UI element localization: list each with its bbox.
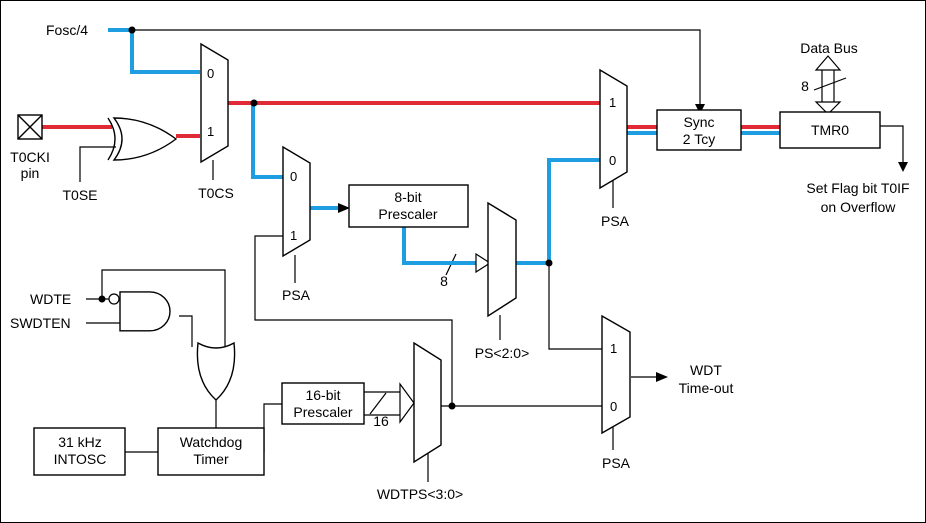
psa-mux-prescaler xyxy=(282,145,311,258)
inverter-bubble xyxy=(108,293,120,305)
prescaler-16bit-box xyxy=(281,382,365,425)
wdtps-mux xyxy=(413,341,442,464)
watchdog-line1: Watchdog xyxy=(180,434,243,450)
sync-box xyxy=(656,109,742,151)
fosc-label: Fosc/4 xyxy=(46,22,88,38)
width-8-label: 8 xyxy=(440,273,448,289)
data-bus-label: Data Bus xyxy=(800,40,858,56)
sync-line2: 2 Tcy xyxy=(683,131,715,147)
pin-label: pin xyxy=(21,165,40,181)
watchdog-line2: Timer xyxy=(193,451,229,467)
psa2-input-0: 0 xyxy=(609,153,616,168)
tmr0-label: TMR0 xyxy=(811,122,849,138)
intosc-line2: INTOSC xyxy=(54,451,107,467)
t0cs-mux xyxy=(200,42,229,164)
tmr0-register xyxy=(779,111,881,149)
ps-label: PS<2:0> xyxy=(475,345,530,361)
prescaler8-line2: Prescaler xyxy=(378,206,437,222)
t0cs-label: T0CS xyxy=(198,185,234,201)
sync-line1: Sync xyxy=(683,114,714,130)
watchdog-timer-box xyxy=(157,427,265,476)
junction-dots xyxy=(98,26,553,410)
flag-line2: on Overflow xyxy=(821,199,897,215)
psa3-input-0: 0 xyxy=(610,399,617,414)
wdte-label: WDTE xyxy=(30,291,71,307)
psa-mux-wdt xyxy=(601,314,631,435)
xor-gate xyxy=(107,117,178,161)
psa1-input-0: 0 xyxy=(290,169,297,184)
red-signal-paths xyxy=(40,101,780,138)
width-16-label: 16 xyxy=(373,413,389,429)
psa2-input-1: 1 xyxy=(609,95,616,110)
psa-label-tmr0: PSA xyxy=(601,213,630,229)
psa3-input-1: 1 xyxy=(610,341,617,356)
psa-mux-tmr0 xyxy=(599,68,628,190)
bus-width-label: 8 xyxy=(801,78,809,94)
ps-mux xyxy=(487,201,517,318)
psa-label-prescaler: PSA xyxy=(282,287,311,303)
or-gate xyxy=(196,341,236,401)
swdten-label: SWDTEN xyxy=(10,315,71,331)
t0cs-input-1: 1 xyxy=(207,124,214,139)
t0cs-input-0: 0 xyxy=(207,66,214,81)
prescaler8-line1: 8-bit xyxy=(394,189,421,205)
and-gate xyxy=(108,291,171,332)
intosc-box xyxy=(33,427,126,476)
psa-label-wdt: PSA xyxy=(602,455,631,471)
intosc-line1: 31 kHz xyxy=(58,434,102,450)
blue-signal-paths xyxy=(108,28,780,274)
wdt-line2: Time-out xyxy=(679,380,734,396)
t0cki-pin-symbol xyxy=(17,114,43,140)
prescaler16-line2: Prescaler xyxy=(293,404,352,420)
flag-line1: Set Flag bit T0IF xyxy=(806,180,909,196)
wdt-line1: WDT xyxy=(690,362,722,378)
t0se-label: T0SE xyxy=(62,187,97,203)
t0cki-label: T0CKI xyxy=(10,149,50,165)
wdtps-label: WDTPS<3:0> xyxy=(377,486,463,502)
prescaler-8bit-box xyxy=(348,184,469,228)
psa1-input-1: 1 xyxy=(290,228,297,243)
prescaler16-line1: 16-bit xyxy=(305,387,340,403)
